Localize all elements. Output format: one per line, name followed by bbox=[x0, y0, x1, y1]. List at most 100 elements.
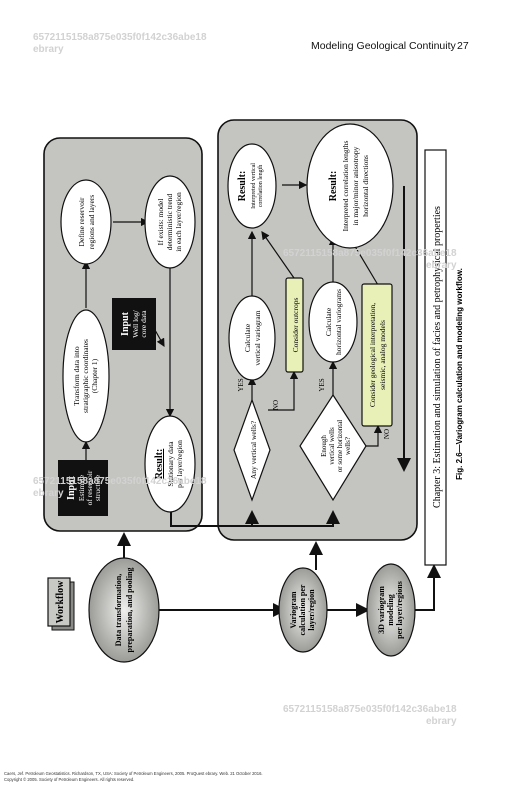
workflow-label-box bbox=[47, 577, 71, 627]
calc-vertical-text: Calculate vertical variogram bbox=[243, 310, 262, 365]
svg-text:Input: Input bbox=[120, 311, 131, 336]
citation-line: Caers, Jef. Petroleum Geostatistics. Ric… bbox=[4, 771, 263, 776]
define-regions-ellipse bbox=[60, 179, 112, 265]
no-label-1: NO bbox=[272, 400, 280, 410]
svg-text:Estimate: Estimate bbox=[77, 474, 86, 501]
step-3d-variogram-modeling bbox=[366, 563, 416, 657]
svg-text:3D variogram: 3D variogram bbox=[377, 586, 386, 634]
yes-label-1: YES bbox=[237, 378, 245, 391]
consider-outcrops-text: Consider outcrops bbox=[291, 298, 300, 353]
svg-text:structure: structure bbox=[93, 474, 102, 501]
svg-text:Calculate: Calculate bbox=[324, 307, 333, 336]
svg-text:wells?: wells? bbox=[344, 437, 352, 455]
svg-text:Well log/: Well log/ bbox=[131, 309, 140, 337]
any-vertical-wells-text: Any vertical wells? bbox=[249, 420, 258, 479]
input-welllog-box bbox=[112, 298, 156, 350]
enough-wells-text: Enough vertical wells or some horizontal… bbox=[320, 420, 352, 473]
no-label-2: NO bbox=[383, 429, 391, 439]
svg-text:Define reservoir: Define reservoir bbox=[77, 197, 86, 246]
watermark-bottom: 6572115158a875e035f0f142c36abe18 ebrary bbox=[283, 704, 457, 728]
watermark-ebrary: ebrary bbox=[33, 44, 64, 55]
watermark-hash: 6572115158a875e035f0f142c36abe18 bbox=[283, 248, 457, 259]
calc-horizontal-text: Calculate horizontal variograms bbox=[324, 289, 343, 355]
svg-text:Result:: Result: bbox=[237, 171, 248, 202]
svg-text:Interpreted vertical: Interpreted vertical bbox=[251, 163, 257, 209]
input-structure-text: Input Estimate of reservoir structure bbox=[66, 470, 102, 505]
consider-geological-text: Consider geological interpretation, seis… bbox=[368, 303, 387, 407]
figure-caption: Fig. 2.6—Variogram calculation and model… bbox=[455, 268, 464, 480]
result-horizontal-ellipse bbox=[306, 123, 394, 249]
transform-text: Transform data into stratigraphic coordi… bbox=[72, 339, 99, 413]
svg-text:Calculate: Calculate bbox=[243, 323, 252, 352]
result-stationary-ellipse bbox=[144, 415, 196, 513]
result-vertical-text: Result: Interpreted vertical correlation… bbox=[237, 163, 264, 209]
svg-text:Data transformation,: Data transformation, bbox=[114, 574, 123, 646]
svg-text:seismic, analog models: seismic, analog models bbox=[378, 320, 387, 390]
svg-text:per layer/regions: per layer/regions bbox=[395, 581, 404, 639]
svg-text:or some horizontal: or some horizontal bbox=[336, 420, 344, 473]
svg-text:vertical wells: vertical wells bbox=[328, 427, 336, 465]
svg-text:of reservoir: of reservoir bbox=[85, 470, 94, 505]
watermark-hash: 6572115158a875e035f0f142c36abe18 bbox=[33, 476, 207, 487]
enough-wells-diamond bbox=[299, 393, 367, 502]
workflow-label-text: Workflow bbox=[55, 580, 66, 624]
watermark-ebrary: ebrary bbox=[33, 488, 64, 499]
svg-text:Fig. 2.6—Variogram calculation: Fig. 2.6—Variogram calculation and model… bbox=[455, 268, 464, 480]
svg-text:core data: core data bbox=[139, 310, 148, 338]
watermark-mid: 6572115158a875e035f0f142c36abe18 ebrary bbox=[283, 248, 457, 272]
svg-text:If exists: model: If exists: model bbox=[156, 199, 165, 246]
watermark-left: 6572115158a875e035f0f142c36abe18 ebrary bbox=[33, 476, 207, 500]
svg-text:Transform data into: Transform data into bbox=[72, 346, 81, 406]
trend-ellipse bbox=[144, 175, 196, 269]
watermark-ebrary: ebrary bbox=[425, 260, 457, 271]
consider-outcrops-box bbox=[285, 277, 304, 373]
watermark-hash: 6572115158a875e035f0f142c36abe18 bbox=[283, 704, 457, 715]
define-regions-text: Define reservoir regions and layers bbox=[77, 195, 96, 250]
svg-text:Workflow: Workflow bbox=[55, 580, 66, 624]
svg-text:Consider geological interpreta: Consider geological interpretation, bbox=[368, 303, 377, 407]
input-welllog-text: Input Well log/ core data bbox=[120, 309, 148, 337]
svg-text:regions and layers: regions and layers bbox=[87, 195, 96, 250]
svg-text:horizontal directions: horizontal directions bbox=[361, 155, 370, 217]
chapter3-text: Chapter 3: Estimation and simulation of … bbox=[432, 206, 443, 508]
svg-text:deterministic trend: deterministic trend bbox=[165, 194, 174, 251]
svg-text:Any vertical wells?: Any vertical wells? bbox=[249, 420, 258, 479]
svg-text:horizontal variograms: horizontal variograms bbox=[334, 289, 343, 355]
trend-text: If exists: model deterministic trend in … bbox=[156, 192, 183, 252]
svg-text:vertical variogram: vertical variogram bbox=[253, 310, 262, 365]
result-horizontal-text: Result: Interpreted correlation lengths … bbox=[328, 141, 370, 232]
citation-footer: Caers, Jef. Petroleum Geostatistics. Ric… bbox=[4, 771, 504, 783]
chapter3-box bbox=[424, 149, 447, 566]
result-stationary-text: Result: Stationary data per layer/region bbox=[154, 440, 184, 488]
svg-text:Interpreted correlation length: Interpreted correlation lengths bbox=[341, 141, 350, 232]
step-3d-variogram-modeling-text: 3D variogram modeling per layer/regions bbox=[377, 581, 404, 639]
svg-text:Chapter 3: Estimation and simu: Chapter 3: Estimation and simulation of … bbox=[432, 206, 443, 508]
svg-text:calculation per: calculation per bbox=[298, 584, 307, 635]
result-vertical-ellipse bbox=[227, 143, 277, 229]
copyright-line: Copyright © 2005. Society of Petroleum E… bbox=[4, 777, 135, 782]
svg-text:Enough: Enough bbox=[320, 435, 328, 457]
consider-geological-box bbox=[361, 283, 393, 427]
step-data-transformation bbox=[88, 557, 160, 663]
svg-text:Result:: Result: bbox=[328, 171, 339, 202]
calc-horizontal-ellipse bbox=[308, 281, 358, 363]
any-vertical-wells-diamond bbox=[233, 398, 271, 502]
svg-text:(Chapter 1): (Chapter 1) bbox=[90, 358, 99, 393]
page-number: 27 bbox=[457, 40, 469, 52]
svg-text:Consider outcrops: Consider outcrops bbox=[291, 298, 300, 353]
watermark-hash: 6572115158a875e035f0f142c36abe18 bbox=[33, 32, 207, 43]
step-data-transformation-text: Data transformation, preparation, and po… bbox=[114, 568, 134, 653]
running-title: Modeling Geological Continuity bbox=[311, 40, 456, 52]
watermark-ebrary: ebrary bbox=[425, 716, 457, 727]
input-structure-box bbox=[58, 460, 108, 516]
svg-text:per layer/region: per layer/region bbox=[175, 440, 184, 488]
calc-vertical-ellipse bbox=[228, 295, 276, 381]
svg-text:Stationary data: Stationary data bbox=[166, 441, 175, 487]
svg-text:preparation, and pooling: preparation, and pooling bbox=[125, 568, 134, 653]
svg-text:in major/minor anisotropy: in major/minor anisotropy bbox=[351, 146, 360, 225]
yes-label-2: YES bbox=[318, 378, 326, 391]
step-variogram-calculation-text: Variogram calculation per layer/region bbox=[289, 584, 316, 635]
svg-text:Variogram: Variogram bbox=[289, 591, 298, 628]
svg-text:Result:: Result: bbox=[154, 449, 165, 480]
